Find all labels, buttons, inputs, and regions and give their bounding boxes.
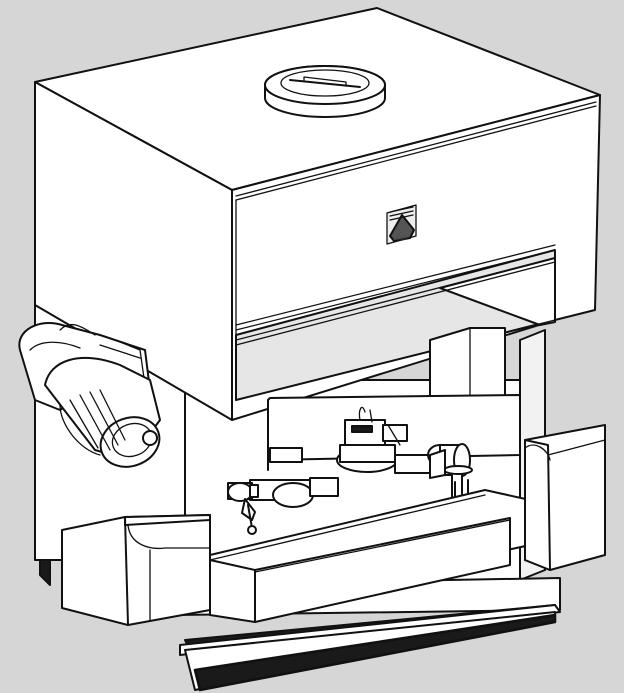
burner-blower [18, 322, 161, 468]
gas-train [227, 394, 521, 535]
nameplate-text: LAMP [393, 236, 407, 242]
nameplate-logo: LAMP [386, 204, 417, 245]
flue-collar [264, 65, 386, 118]
front-drawer [209, 489, 531, 623]
left-air-box [61, 514, 211, 626]
right-air-box [524, 424, 606, 571]
